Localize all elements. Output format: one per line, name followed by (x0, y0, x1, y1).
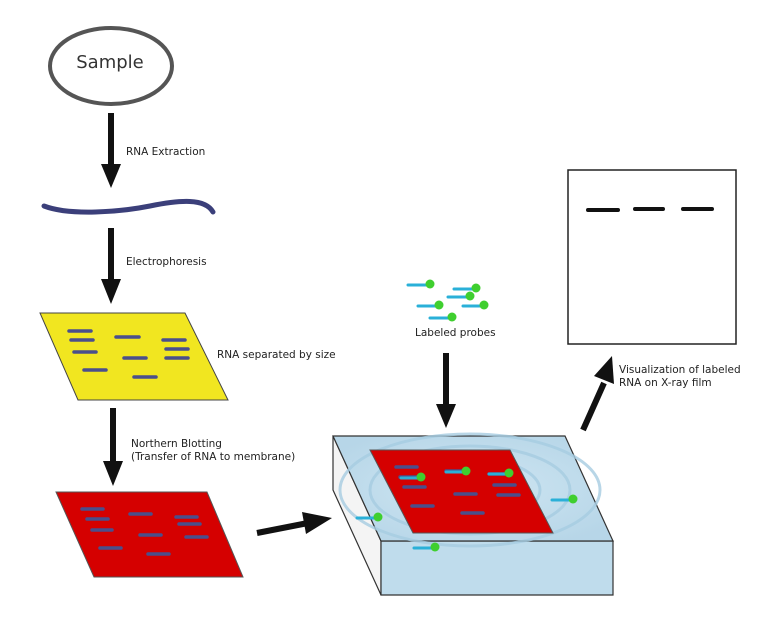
visualization-label-line2: RNA on X-ray film (619, 377, 712, 389)
arrow-visualization (580, 356, 614, 432)
arrow-to-hybridization (256, 512, 332, 536)
rna-separated-label: RNA separated by size (217, 349, 336, 361)
membrane-bands (80, 507, 209, 556)
rna-strand-icon (41, 198, 216, 215)
labeled-probes-icon (406, 279, 489, 322)
northern-blotting-label-line1: Northern Blotting (131, 438, 222, 450)
visualization-label-line1: Visualization of labeled (619, 364, 741, 376)
arrow-extraction (101, 113, 121, 188)
hybridization-tray (332, 432, 614, 596)
arrow-northern-blotting (103, 408, 123, 486)
sample-label: Sample (76, 52, 144, 73)
membrane (55, 491, 244, 578)
gel-bands (67, 329, 190, 379)
gel-slab (39, 312, 229, 401)
northern-blotting-label-line2: (Transfer of RNA to membrane) (131, 451, 296, 463)
electrophoresis-label: Electrophoresis (126, 256, 207, 268)
xray-film (567, 169, 737, 345)
arrow-probes (436, 353, 456, 428)
film-bands (586, 207, 714, 212)
rna-extraction-label: RNA Extraction (126, 146, 206, 158)
arrow-electrophoresis (101, 228, 121, 304)
labeled-probes-label: Labeled probes (415, 327, 496, 339)
sample-node (48, 26, 174, 106)
